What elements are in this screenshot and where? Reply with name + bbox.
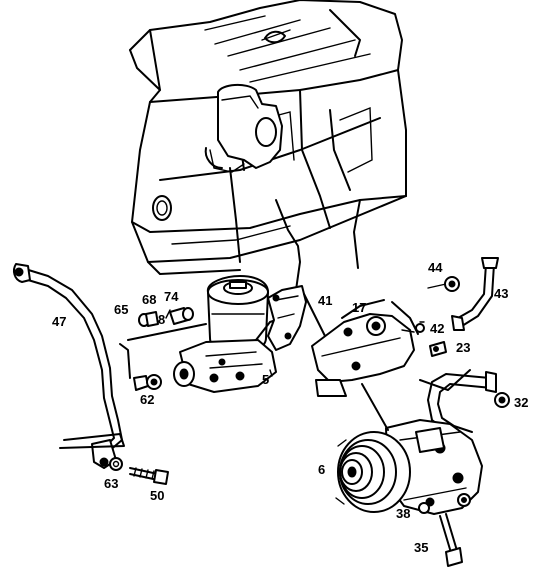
callout-44: 44 xyxy=(428,260,443,275)
callout-43: 43 xyxy=(494,286,508,301)
fitting-42-23 xyxy=(415,321,447,357)
engine-block xyxy=(129,0,407,291)
callout-47: 47 xyxy=(52,314,66,329)
bolt-62 xyxy=(133,374,162,391)
callout-5: 5 xyxy=(262,372,269,387)
bracket-41 xyxy=(267,285,331,351)
bolt-38 xyxy=(418,493,471,514)
callout-68: 68 xyxy=(142,292,156,307)
hose-43 xyxy=(451,257,499,331)
bolt-50 xyxy=(129,467,169,485)
callout-32: 32 xyxy=(514,395,528,410)
callout-23: 23 xyxy=(456,340,470,355)
small-parts-65-68-74 xyxy=(127,307,207,341)
callout-17: 17 xyxy=(352,300,366,315)
leader-lines xyxy=(165,309,415,377)
ac-compressor xyxy=(335,383,483,515)
power-steering-pump xyxy=(173,275,283,393)
callout-42: 42 xyxy=(430,321,444,336)
callout-6: 6 xyxy=(318,462,325,477)
callout-41: 41 xyxy=(318,293,332,308)
callout-62: 62 xyxy=(140,392,154,407)
callout-63: 63 xyxy=(104,476,118,491)
callout-8: 8 xyxy=(158,312,165,327)
callout-50: 50 xyxy=(150,488,164,503)
bracket-17 xyxy=(311,299,419,397)
callout-74: 74 xyxy=(164,289,179,304)
callout-35: 35 xyxy=(414,540,428,555)
callout-labels: 44 43 17 41 42 23 32 47 65 68 74 8 62 5 … xyxy=(52,260,528,555)
callout-65: 65 xyxy=(114,302,128,317)
bolt-35 xyxy=(439,513,463,567)
callout-38: 38 xyxy=(396,506,410,521)
fitting-44 xyxy=(427,276,460,292)
